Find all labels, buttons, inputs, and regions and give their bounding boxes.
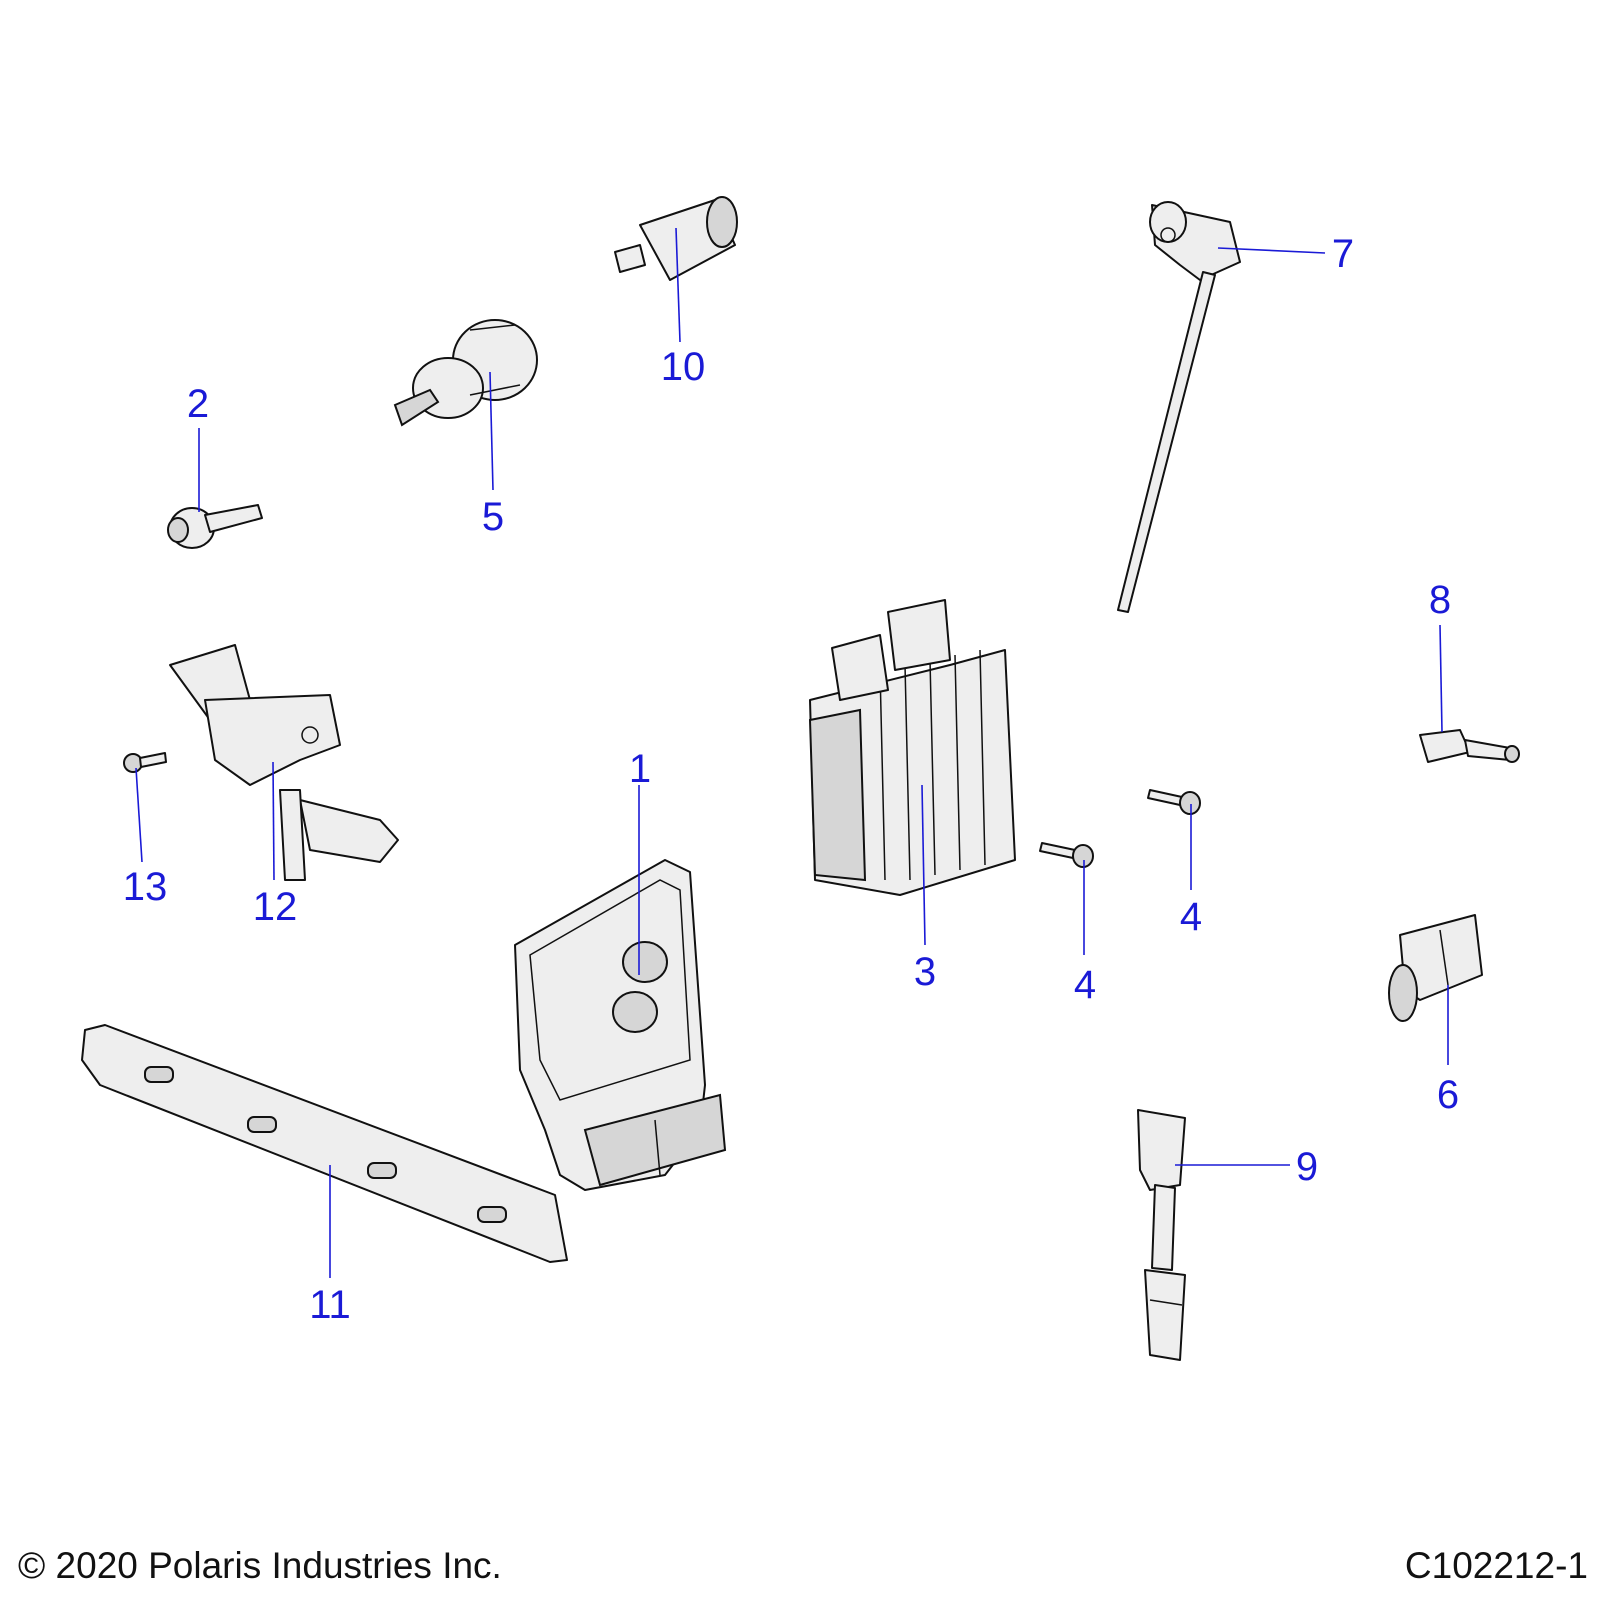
callout-6: 6 xyxy=(1437,1073,1459,1117)
drawing-number: C102212-1 xyxy=(1404,1545,1588,1586)
leader-8 xyxy=(1439,624,1443,733)
sensor-2-part xyxy=(167,504,263,549)
leader-5 xyxy=(489,371,494,491)
callout-11: 11 xyxy=(309,1283,351,1327)
speed-sensor-part xyxy=(1117,201,1241,613)
callout-9: 9 xyxy=(1296,1145,1318,1189)
callout-10: 10 xyxy=(661,345,706,389)
leader-7 xyxy=(1217,247,1326,254)
leader-10 xyxy=(675,227,681,343)
map-sensor-part xyxy=(1388,914,1483,1022)
power-outlet-part xyxy=(614,196,738,281)
temp-sensor-part xyxy=(1419,729,1520,763)
callout-12: 12 xyxy=(253,885,298,929)
callout-7: 7 xyxy=(1332,232,1354,276)
bolt-4b-part xyxy=(1147,789,1201,815)
callout-1: 1 xyxy=(629,747,651,791)
callout-4b: 4 xyxy=(1180,895,1202,939)
callout-5: 5 xyxy=(482,495,504,539)
copyright-text: © 2020 Polaris Industries Inc. xyxy=(18,1545,502,1586)
ecu-part xyxy=(514,859,727,1191)
callout-4a: 4 xyxy=(1074,963,1096,1007)
callout-8: 8 xyxy=(1429,578,1451,622)
callout-2: 2 xyxy=(187,382,209,426)
bolt-4a-part xyxy=(1039,842,1094,868)
leader-3 xyxy=(921,784,926,946)
callout-13: 13 xyxy=(123,865,168,909)
harness-sensor-part xyxy=(1137,1109,1186,1361)
leader-12 xyxy=(272,761,275,881)
ignition-switch-part xyxy=(393,319,538,427)
purge-valve-part xyxy=(169,644,399,881)
leader-13 xyxy=(135,767,143,863)
screw-part xyxy=(123,752,167,773)
callout-3: 3 xyxy=(914,950,936,994)
regulator-part xyxy=(808,599,1016,896)
bracket-part xyxy=(81,1024,568,1263)
